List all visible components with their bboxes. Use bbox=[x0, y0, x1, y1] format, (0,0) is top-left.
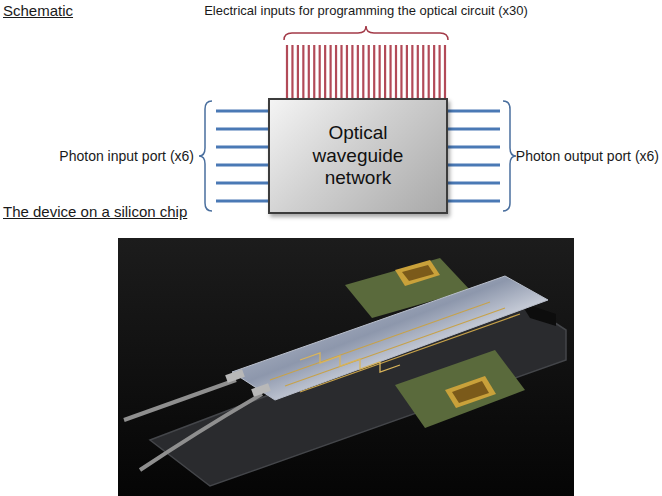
bracket bbox=[503, 101, 516, 211]
photon-input-lines bbox=[216, 111, 270, 201]
bracket bbox=[199, 101, 212, 211]
bracket bbox=[284, 26, 448, 40]
device-photo bbox=[118, 238, 574, 496]
port-label: Photon input port (x6) bbox=[59, 148, 194, 164]
photon-output-lines bbox=[446, 111, 500, 201]
box-label: Optical waveguide network bbox=[303, 122, 413, 190]
section-heading: Schematic bbox=[3, 2, 73, 19]
pin-label: Electrical inputs for programming the op… bbox=[204, 4, 528, 19]
port-label: Photon output port (x6) bbox=[516, 148, 659, 164]
waveguide-box: Optical waveguide network bbox=[268, 98, 448, 214]
electrical-pins bbox=[287, 45, 445, 99]
section-heading: The device on a silicon chip bbox=[3, 203, 187, 220]
